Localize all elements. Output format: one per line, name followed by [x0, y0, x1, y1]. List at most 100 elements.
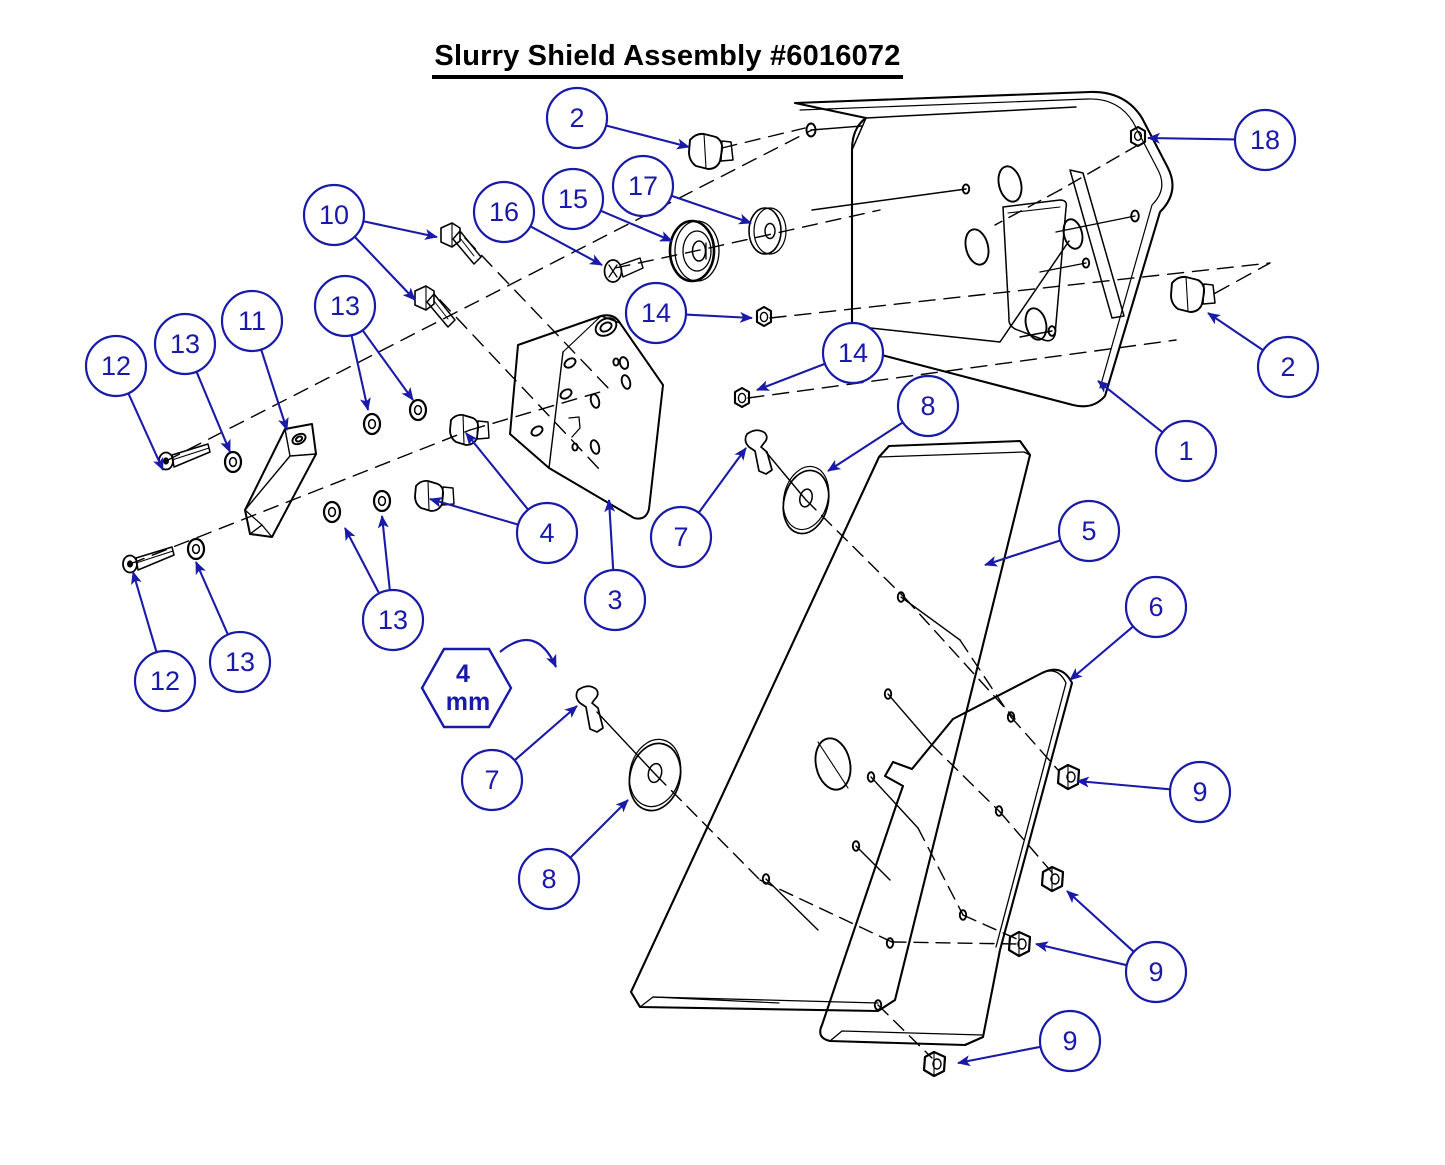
callout-leader-line — [529, 225, 603, 266]
callout-balloon-8[interactable]: 8 — [517, 799, 629, 911]
callout-number: 10 — [319, 200, 349, 230]
callout-balloon-10[interactable]: 10 — [302, 183, 438, 301]
callout-leader-line — [605, 124, 690, 150]
callout-leader-line — [1069, 625, 1134, 681]
callout-balloon-1[interactable]: 1 — [1097, 380, 1218, 483]
callout-balloon-2[interactable]: 2 — [545, 86, 690, 150]
callout-balloon-2[interactable]: 2 — [1207, 312, 1320, 399]
callout-balloon-13[interactable]: 13 — [344, 515, 425, 652]
callout-leader-line — [1035, 941, 1128, 967]
part-12-socket-head-cap-screw-upper — [158, 443, 211, 471]
callout-circle[interactable] — [541, 167, 605, 231]
callout-balloon-9[interactable]: 9 — [1076, 760, 1232, 824]
callout-leader-line — [127, 392, 164, 471]
callout-circle[interactable] — [896, 374, 960, 438]
callout-circle[interactable] — [84, 334, 148, 398]
callout-circle[interactable] — [821, 321, 885, 385]
callout-circle[interactable] — [1233, 108, 1297, 172]
tool-note-size: 4 — [456, 660, 470, 688]
callout-number: 7 — [484, 765, 499, 795]
callout-balloon-9[interactable]: 9 — [957, 1009, 1102, 1073]
part-geometry-group — [122, 90, 1271, 1078]
callout-balloon-7[interactable]: 7 — [649, 447, 747, 569]
callout-circle[interactable] — [545, 86, 609, 150]
callout-balloon-14[interactable]: 14 — [624, 281, 753, 345]
callout-circle[interactable] — [313, 274, 377, 338]
part-11-rectangular-spacer-block — [244, 423, 317, 538]
part-18-small-hex-nut — [1129, 125, 1147, 148]
callout-balloon-6[interactable]: 6 — [1069, 575, 1188, 681]
callout-balloon-4[interactable]: 4 — [429, 432, 579, 565]
callout-number: 9 — [1192, 777, 1207, 807]
callout-leader-line — [671, 194, 752, 225]
callout-circle[interactable] — [1038, 1009, 1102, 1073]
part-2-flange-hex-bolt-upper — [688, 132, 734, 170]
callout-number: 13 — [170, 329, 200, 359]
callout-circle[interactable] — [302, 183, 366, 247]
callout-balloon-8[interactable]: 8 — [827, 374, 960, 472]
callout-balloon-3[interactable]: 3 — [583, 499, 647, 632]
callout-circle[interactable] — [361, 588, 425, 652]
callout-number: 11 — [238, 306, 266, 336]
callout-leader-line — [600, 209, 673, 242]
page-title: Slurry Shield Assembly #6016072 — [0, 40, 1445, 79]
part-4-flange-hex-bolt-lower — [414, 479, 455, 512]
callout-circle[interactable] — [208, 630, 272, 694]
callout-circle[interactable] — [472, 180, 536, 244]
callout-number: 16 — [489, 197, 519, 227]
callout-balloon-18[interactable]: 18 — [1147, 108, 1297, 172]
callout-balloon-7[interactable]: 7 — [460, 705, 578, 812]
callout-balloon-16[interactable]: 16 — [472, 180, 603, 266]
callout-leader-line — [957, 1045, 1041, 1067]
assembly-centerlines — [129, 125, 1271, 1059]
callout-circle[interactable] — [133, 649, 197, 713]
callout-circle[interactable] — [1168, 760, 1232, 824]
callout-balloon-11[interactable]: 11 — [220, 289, 289, 431]
callout-balloon-17[interactable]: 17 — [611, 154, 752, 225]
callout-number: 7 — [673, 522, 688, 552]
callout-circle[interactable] — [220, 289, 284, 353]
callout-number: 3 — [607, 585, 622, 615]
callout-balloon-13[interactable]: 13 — [195, 561, 272, 694]
callout-circle[interactable] — [611, 154, 675, 218]
callout-circle[interactable] — [517, 847, 581, 911]
callout-leader-line — [1097, 380, 1164, 434]
callout-balloon-13[interactable]: 13 — [153, 312, 231, 453]
callout-circle[interactable] — [624, 281, 688, 345]
callout-number: 12 — [101, 351, 131, 381]
callout-circle[interactable] — [1124, 575, 1188, 639]
part-15-roller-bearing-wheel — [668, 219, 720, 283]
part-10-hex-head-bolt-upper — [440, 222, 482, 265]
part-14-hex-nut-lower — [733, 386, 751, 409]
callout-leader-line — [195, 561, 229, 635]
part-8-large-flat-washer-lower — [628, 738, 682, 812]
callout-number: 17 — [628, 171, 658, 201]
callout-leader-line — [353, 235, 416, 301]
callout-number: 13 — [378, 605, 408, 635]
callout-balloon-12[interactable]: 12 — [131, 571, 197, 713]
callout-leader-line — [604, 499, 616, 571]
callout-circle[interactable] — [1256, 335, 1320, 399]
callout-leader-line — [1066, 890, 1135, 953]
callout-number: 14 — [641, 298, 671, 328]
callout-circle[interactable] — [583, 568, 647, 632]
callout-circle[interactable] — [515, 501, 579, 565]
callout-circle[interactable] — [1154, 419, 1218, 483]
callout-leader-line — [756, 362, 826, 391]
callout-balloon-15[interactable]: 15 — [541, 167, 673, 242]
callout-balloon-9[interactable]: 9 — [1035, 890, 1188, 1004]
part-9-hex-lock-nuts — [922, 763, 1081, 1078]
callout-balloon-5[interactable]: 5 — [984, 499, 1121, 567]
callout-leader-line — [697, 447, 747, 514]
callout-circle[interactable] — [460, 748, 524, 812]
part-17-spacer-disc — [748, 207, 787, 255]
callout-circle[interactable] — [153, 312, 217, 376]
tool-note-hex-badge: 4 mm — [420, 638, 558, 729]
callout-balloon-14[interactable]: 14 — [756, 321, 885, 391]
callout-balloon-13[interactable]: 13 — [313, 274, 414, 411]
callout-number: 2 — [1280, 352, 1295, 382]
callout-circle[interactable] — [649, 505, 713, 569]
callout-balloon-12[interactable]: 12 — [84, 334, 164, 471]
callout-circle[interactable] — [1124, 940, 1188, 1004]
callout-circle[interactable] — [1057, 499, 1121, 563]
